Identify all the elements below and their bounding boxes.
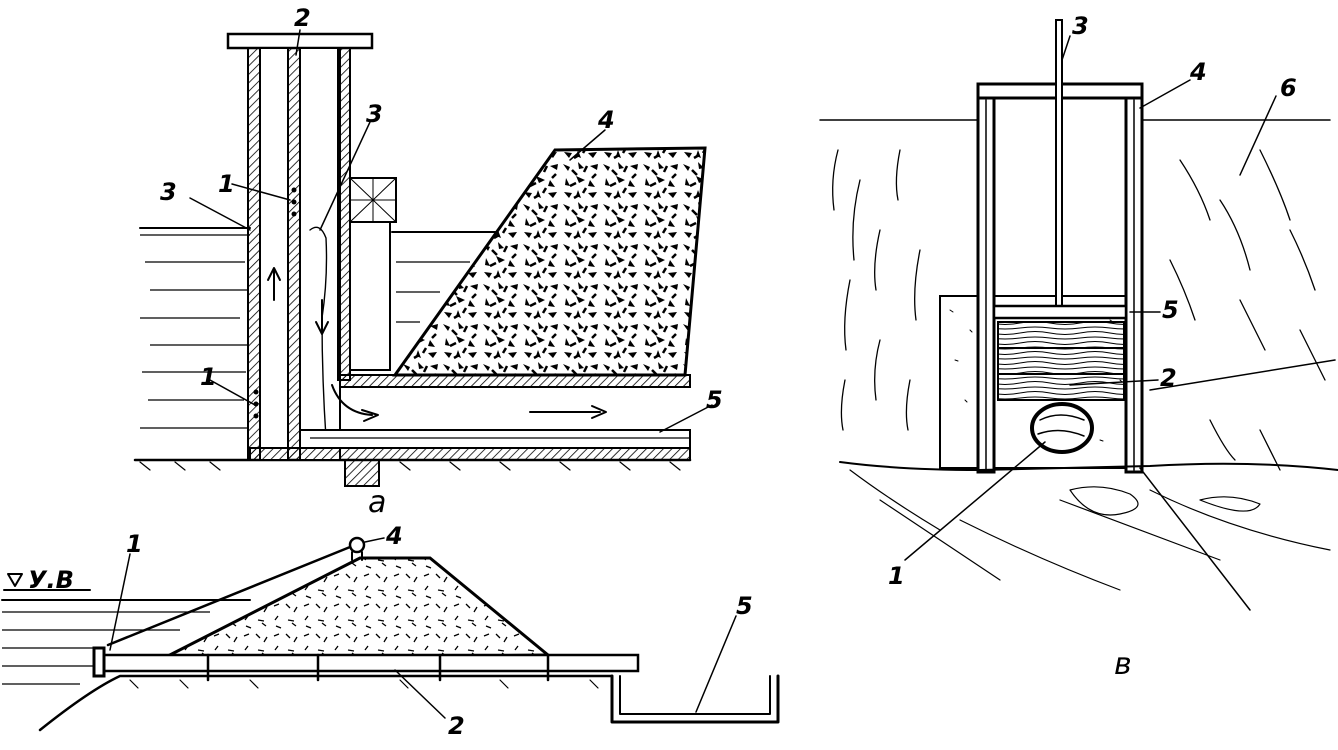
panel-c-label-2: 2 (1160, 364, 1177, 392)
panel-a-label-3-left: 3 (160, 178, 177, 206)
panel-c-lift-bar (992, 304, 1128, 320)
panel-a-outlet-pipe (299, 429, 691, 449)
panel-a-left-post (247, 47, 261, 461)
water-level-label: У.В (28, 566, 74, 594)
panel-a-label-4: 4 (597, 106, 615, 134)
panel-a: 2 3 1 3 4 1 5 a (133, 4, 723, 520)
panel-c-pipe-opening (1030, 402, 1094, 454)
panel-b-pipe (98, 653, 640, 673)
panel-a-gate-channel (299, 47, 341, 461)
panel-c-plank-3 (997, 373, 1125, 401)
panel-a-label-3-right: 3 (366, 100, 383, 128)
panel-a-caption: a (368, 485, 386, 520)
panel-b-label-1: 1 (126, 530, 143, 558)
panel-b-label-4: 4 (385, 522, 403, 550)
panel-b-embankment (159, 556, 553, 662)
panel-b-outlet-channel (610, 674, 780, 724)
panel-c-caption: в (1114, 647, 1132, 682)
panel-a-label-1-bottom: 1 (200, 363, 217, 391)
panel-c: 3 4 6 5 2 1 в (819, 12, 1338, 682)
panel-a-label-5: 5 (706, 386, 723, 414)
panel-c-label-4: 4 (1189, 58, 1207, 86)
panel-b-water (1, 599, 251, 685)
panel-a-ground (133, 458, 692, 471)
panel-a-slab (339, 374, 691, 388)
panel-a-label-2: 2 (294, 4, 311, 32)
panel-a-rod-holes (253, 187, 297, 419)
panel-c-slope-shading (832, 149, 1326, 471)
panel-b-label-2: 2 (448, 712, 465, 740)
panel-a-top-beam (226, 32, 374, 50)
panel-a-upstream-water (139, 227, 251, 429)
panel-c-plank-1 (997, 321, 1125, 349)
panel-a-perforated-rod (287, 47, 301, 461)
panel-b-gate (92, 646, 106, 678)
panel-c-label-6: 6 (1280, 74, 1297, 102)
panel-b: У.В 1 4 (1, 522, 780, 740)
panel-c-lift-rod (1055, 19, 1063, 319)
panel-b-label-5: 5 (736, 592, 753, 620)
panel-c-label-3: 3 (1072, 12, 1089, 40)
panel-a-shaft (259, 47, 289, 461)
water-level-triangle-icon (7, 573, 23, 587)
panel-a-leaders (189, 29, 713, 433)
panel-a-right-wall (337, 47, 351, 381)
panel-b-pulley-icon (348, 536, 366, 554)
panel-c-plank-2 (997, 347, 1125, 375)
panel-a-foundation (249, 447, 691, 461)
panel-c-label-1: 1 (888, 562, 905, 590)
panel-a-stop-plank (349, 221, 391, 371)
panel-c-label-5: 5 (1162, 296, 1179, 324)
panel-a-label-1-top: 1 (218, 170, 235, 198)
